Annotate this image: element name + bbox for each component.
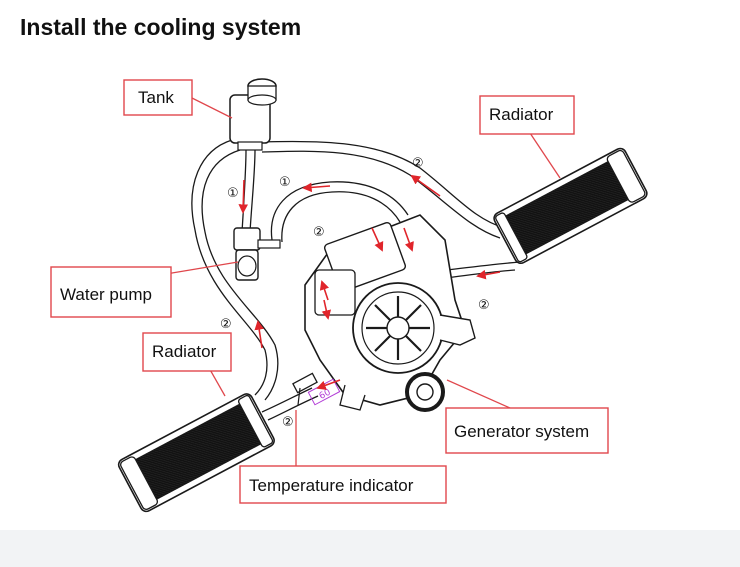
water-pump <box>233 227 281 281</box>
label-tank: Tank <box>138 88 174 107</box>
callout-radiator-left <box>142 332 232 372</box>
label-water-pump: Water pump <box>60 285 152 304</box>
radiator-right <box>493 147 648 265</box>
callout-radiator-right <box>479 95 575 135</box>
title-bar <box>0 0 740 38</box>
marker-two-b: ② <box>313 225 325 240</box>
marker-two-e: ② <box>282 415 294 430</box>
callout-temp-indicator <box>239 465 447 504</box>
radiator-left <box>117 393 275 513</box>
label-generator: Generator system <box>454 422 589 441</box>
marker-two-c: ② <box>220 317 232 332</box>
marker-two-a: ② <box>412 156 424 171</box>
marker-one-a: ① <box>227 186 239 201</box>
callouts: Tank Radiator Water pump Radiator Genera… <box>50 79 609 504</box>
callout-generator <box>445 407 609 454</box>
callout-water-pump <box>50 266 172 318</box>
dimension-label: 60 <box>318 388 333 402</box>
label-radiator-right: Radiator <box>489 105 554 124</box>
label-radiator-left: Radiator <box>152 342 217 361</box>
marker-two-d: ② <box>478 298 490 313</box>
engine-generator <box>304 214 476 412</box>
footer-band <box>0 530 740 567</box>
label-temp-indicator: Temperature indicator <box>249 476 414 495</box>
page-title: Install the cooling system <box>20 14 302 40</box>
flow-markers: ① ① ② ② ② ② ② <box>220 156 490 430</box>
callout-tank <box>123 79 193 116</box>
tank <box>229 78 277 151</box>
marker-one-b: ① <box>279 175 291 190</box>
flow-arrows <box>238 174 501 390</box>
